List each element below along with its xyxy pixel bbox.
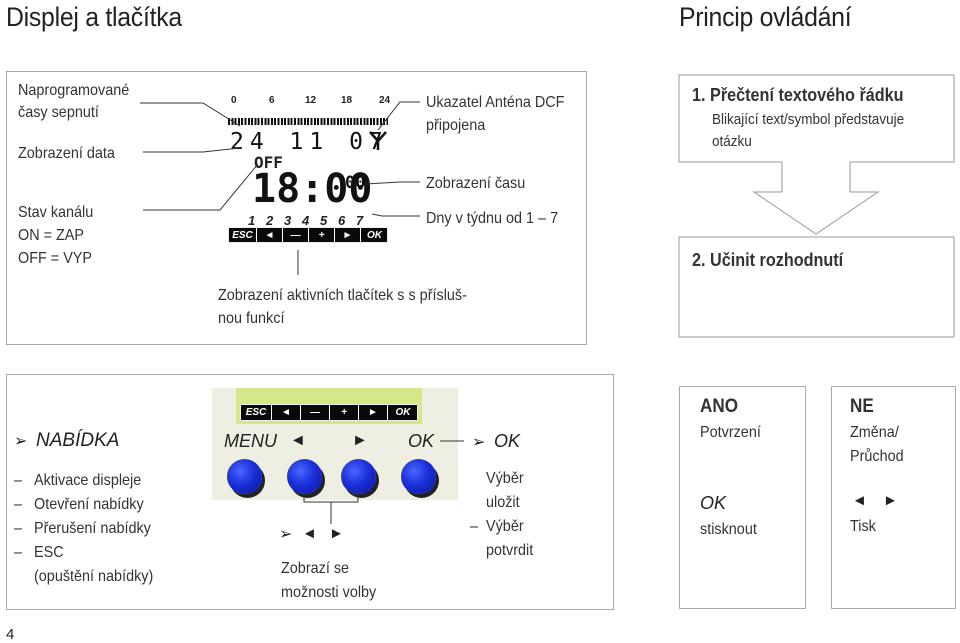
label-antenna-1: Ukazatel Anténa DCF [426, 94, 565, 111]
day-2: 2 [266, 213, 274, 228]
device-key-bar: ESC ◄ — + ► OK [240, 404, 418, 421]
step1-title: 1. Přečtení textového řádku [692, 85, 904, 105]
nabidka-arrow-icon: ➢ [14, 433, 28, 450]
lcd-date: 24 11 07 [230, 129, 389, 155]
step1-text-1: Blikající text/symbol představuje [712, 111, 905, 128]
label-active-keys-1: Zobrazení aktivních tlačítek s s přísluš… [218, 287, 467, 304]
ok-item-3: Výběr [486, 518, 524, 535]
lcd-seconds: 00 [345, 173, 366, 193]
step1-text-2: otázku [712, 133, 752, 150]
ne-sub-1: Změna/ [850, 424, 899, 441]
day-4: 4 [302, 213, 310, 228]
key-right: ► [335, 228, 361, 242]
label-time: Zobrazení času [426, 175, 526, 192]
section-title-display: Displej a tlačítka [6, 2, 182, 32]
ok-dash: – [470, 518, 479, 535]
day-1: 1 [248, 213, 256, 228]
nabidka-item-3: Přerušení nabídky [34, 520, 151, 537]
ne-arrows-sub: Tisk [850, 518, 876, 535]
lcd-schedule-bar [228, 118, 388, 125]
left-button[interactable] [287, 459, 322, 494]
lcd-display: 0 6 12 18 24 24 11 07 OFF 18:00 00 1 2 3… [226, 95, 393, 245]
ne-box [831, 386, 956, 609]
label-sched-2: časy sepnutí [18, 104, 99, 121]
nabidka-dash-2: – [14, 496, 23, 513]
ne-arrows: ◄ ► [852, 492, 904, 509]
arrows-text-2: možnosti volby [281, 584, 377, 601]
scale-12: 12 [305, 95, 317, 106]
label-active-keys-2: nou funkcí [218, 310, 285, 327]
label-channel-1: Stav kanálu [18, 204, 94, 221]
label-weekday: Dny v týdnu od 1 – 7 [426, 210, 559, 227]
ne-sub-2: Průchod [850, 448, 904, 465]
ano-ok: OK [700, 493, 727, 513]
scale-18: 18 [341, 95, 353, 106]
key-esc: ESC [229, 228, 257, 242]
day-7: 7 [356, 213, 364, 228]
row-ok-label: OK [408, 431, 435, 451]
nabidka-title: NABÍDKA [36, 430, 120, 451]
ok-button[interactable] [401, 459, 436, 494]
antenna-icon [369, 131, 387, 150]
dev-key-plus: + [330, 405, 359, 420]
label-channel-3: OFF = VYP [18, 250, 93, 267]
nabidka-item-4: ESC [34, 544, 64, 561]
nabidka-dash-4: – [14, 544, 23, 561]
ano-box [679, 386, 806, 609]
dev-key-ok: OK [395, 407, 411, 418]
nabidka-item-2: Otevření nabídky [34, 496, 144, 513]
page-number: 4 [6, 626, 15, 643]
ok-item-2: uložit [486, 494, 520, 511]
row-left-arrow: ◄ [290, 432, 306, 449]
lcd-off: OFF [254, 153, 283, 172]
label-antenna-2: připojena [426, 117, 486, 134]
ok-title: OK [494, 431, 521, 451]
dev-key-minus: — [301, 405, 330, 420]
ok-item-4: potvrdit [486, 542, 534, 559]
key-plus: + [309, 228, 335, 242]
right-button[interactable] [341, 459, 376, 494]
button-leader-lines [303, 440, 464, 524]
nabidka-dash-3: – [14, 520, 23, 537]
section-title-principle: Princip ovládání [679, 2, 852, 32]
row-right-arrow: ► [352, 432, 368, 449]
key-left: ◄ [257, 228, 283, 242]
principle-diagram [678, 74, 955, 338]
dev-key-esc: ESC [241, 405, 272, 420]
leader-lines [140, 101, 420, 275]
ok-arrow-icon: ➢ [472, 434, 486, 451]
scale-0: 0 [231, 95, 237, 106]
nabidka-item-1: Aktivace displeje [34, 472, 142, 489]
day-6: 6 [338, 213, 346, 228]
arrows-arrow-icon: ➢ [279, 526, 293, 543]
scale-6: 6 [269, 95, 275, 106]
ok-item-1: Výběr [486, 470, 524, 487]
day-3: 3 [284, 213, 292, 228]
key-ok: OK [367, 229, 382, 241]
label-date: Zobrazení data [18, 145, 115, 162]
key-minus: — [283, 228, 309, 242]
dev-key-left: ◄ [272, 405, 301, 420]
ano-title: ANO [700, 396, 739, 417]
row-menu-label: MENU [224, 431, 277, 451]
lcd-key-bar: ESC ◄ — + ► OK [228, 227, 388, 243]
arrows-symbols: ◄ ► [302, 525, 348, 542]
nabidka-item-5: (opuštění nabídky) [34, 568, 154, 585]
menu-button[interactable] [227, 459, 262, 494]
ano-sub: Potvrzení [700, 424, 761, 441]
ano-ok-sub: stisknout [700, 521, 757, 538]
dev-key-right: ► [359, 405, 388, 420]
day-5: 5 [320, 213, 328, 228]
label-sched-1: Naprogramované [18, 82, 130, 99]
nabidka-dash-1: – [14, 472, 23, 489]
step2-title: 2. Učinit rozhodnutí [692, 250, 844, 270]
label-channel-2: ON = ZAP [18, 227, 85, 244]
arrows-text-1: Zobrazí se [281, 560, 350, 577]
lcd-time: 18:00 [252, 166, 373, 212]
ne-title: NE [850, 396, 874, 417]
scale-24: 24 [379, 95, 391, 106]
